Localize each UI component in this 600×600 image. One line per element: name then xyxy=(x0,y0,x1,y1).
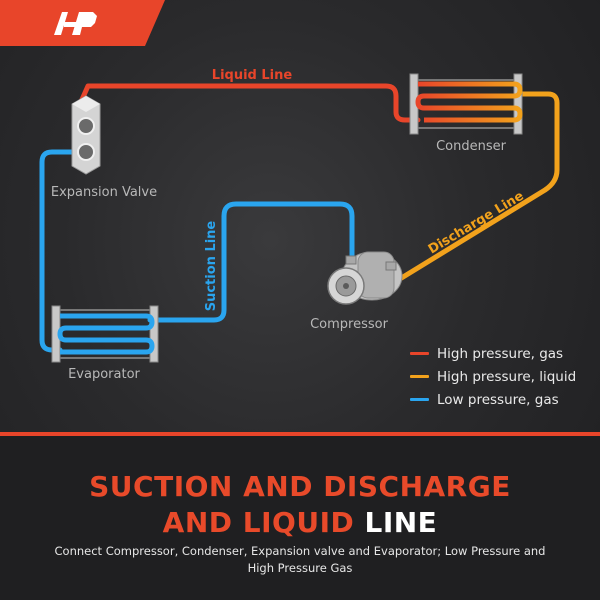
condenser xyxy=(409,73,523,135)
legend-label: High pressure, gas xyxy=(437,345,564,362)
legend-swatch-blue xyxy=(410,398,429,401)
headline-line-2: AND LIQUID LINE xyxy=(0,506,600,539)
expansion-valve xyxy=(71,95,101,175)
legend-label: Low pressure, gas xyxy=(437,391,559,408)
legend: High pressure, gas High pressure, liquid… xyxy=(410,342,576,411)
compressor-label: Compressor xyxy=(310,317,389,332)
legend-item: High pressure, gas xyxy=(410,342,576,365)
legend-swatch-red xyxy=(410,352,429,355)
evaporator xyxy=(51,305,159,363)
evaporator-return-pipe xyxy=(39,149,75,353)
suction-line-pipe xyxy=(147,201,355,323)
legend-swatch-orange xyxy=(410,375,429,378)
liquid-line-label: Liquid Line xyxy=(212,68,293,83)
legend-item: High pressure, liquid xyxy=(410,365,576,388)
compressor xyxy=(327,251,403,305)
condenser-label: Condenser xyxy=(436,139,507,154)
expansion-valve-label: Expansion Valve xyxy=(51,185,157,200)
legend-label: High pressure, liquid xyxy=(437,368,577,385)
discharge-line-label: Discharge Line xyxy=(426,189,527,258)
caption-panel xyxy=(0,436,600,600)
headline-white-part: LINE xyxy=(364,506,438,539)
headline-red-part: AND LIQUID xyxy=(162,506,355,539)
section-divider xyxy=(0,432,600,436)
legend-item: Low pressure, gas xyxy=(410,388,576,411)
liquid-line-pipe xyxy=(77,83,421,123)
suction-line-label: Suction Line xyxy=(204,221,219,312)
brand-logo xyxy=(0,0,165,46)
evaporator-label: Evaporator xyxy=(68,367,140,382)
headline-line-1: SUCTION AND DISCHARGE xyxy=(89,470,511,503)
discharge-line-pipe xyxy=(387,91,560,288)
description: Connect Compressor, Condenser, Expansion… xyxy=(54,544,546,575)
